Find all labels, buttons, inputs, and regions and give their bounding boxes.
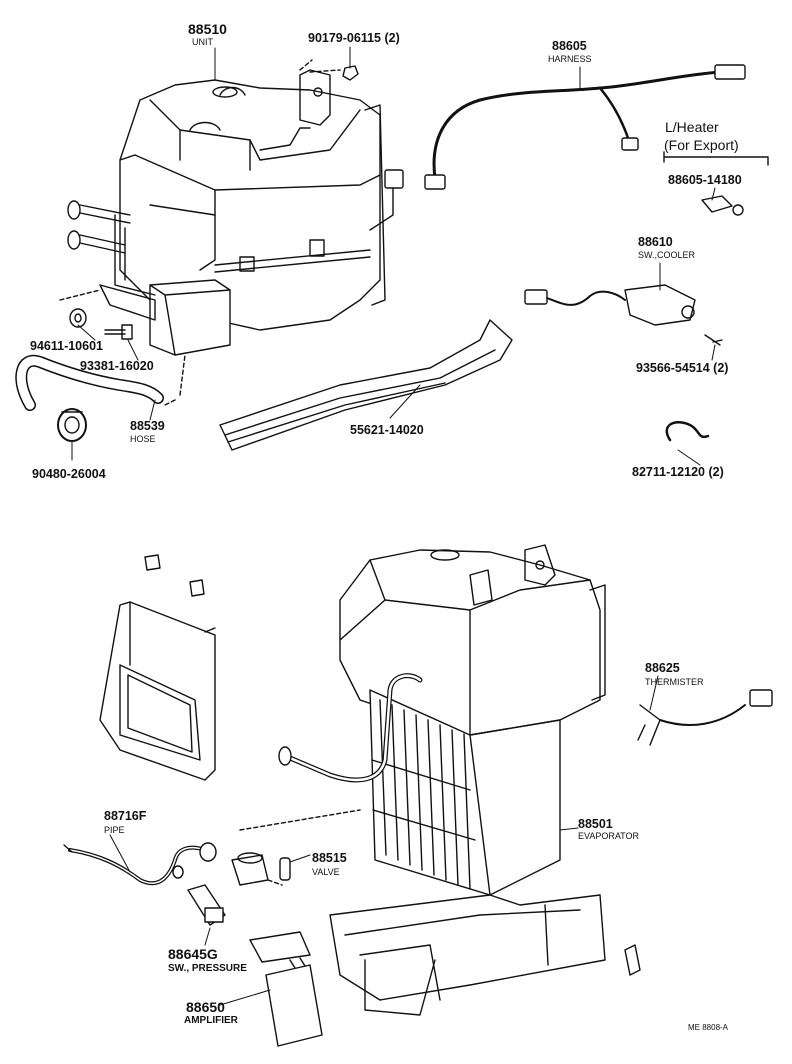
grommet-drawing bbox=[57, 408, 87, 442]
lheater-connector-drawing bbox=[701, 195, 744, 216]
clip-82711-drawing bbox=[665, 421, 710, 442]
nut-94611-part-number: 94611-10601 bbox=[30, 339, 103, 353]
sw-cooler-part-number: 88610 bbox=[638, 235, 673, 249]
harness-part-number: 88605 bbox=[552, 39, 587, 53]
nut-94611-drawing bbox=[69, 308, 87, 328]
clip-small-1-drawing bbox=[144, 554, 161, 571]
sw-pressure-part-number: 88645G bbox=[168, 946, 218, 962]
bolt-93381-part-number: 93381-16020 bbox=[80, 359, 154, 373]
pipe-fitting-drawing bbox=[278, 746, 292, 766]
clip-small-3-drawing bbox=[624, 944, 641, 976]
lower-tray-drawing bbox=[329, 894, 606, 1016]
sw-pressure-part-name: SW., PRESSURE bbox=[168, 963, 247, 974]
lheater-title: L/Heater bbox=[665, 119, 719, 135]
clip-small-2-drawing bbox=[189, 579, 205, 597]
valve-part-name: VALVE bbox=[312, 867, 340, 877]
hose-part-number: 88539 bbox=[130, 419, 165, 433]
screw-93566-drawing bbox=[704, 334, 723, 346]
thermister-part-number: 88625 bbox=[645, 661, 680, 675]
harness-part-name: HARNESS bbox=[548, 54, 592, 64]
harness-drawing bbox=[424, 64, 746, 190]
lheater-part-number: 88605-14180 bbox=[668, 173, 742, 187]
sw-pressure-drawing bbox=[187, 884, 226, 926]
thermister-part-name: THERMISTER bbox=[645, 677, 704, 687]
valve-drawing bbox=[231, 809, 361, 886]
amplifier-drawing bbox=[249, 931, 323, 1047]
hose-part-name: HOSE bbox=[130, 434, 156, 444]
unit-part-name: UNIT bbox=[192, 37, 213, 47]
amplifier-part-number: 88650 bbox=[186, 999, 225, 1015]
pipe-88716f-drawing bbox=[63, 842, 217, 886]
evaporator-core-drawing bbox=[369, 689, 561, 896]
pipe-part-name: PIPE bbox=[104, 825, 125, 835]
bolt-93381-drawing bbox=[104, 324, 133, 340]
grommet-part-number: 90480-26004 bbox=[32, 467, 106, 481]
seal-drawing bbox=[219, 319, 513, 451]
valve-part-number: 88515 bbox=[312, 851, 347, 865]
duct-drawing bbox=[99, 601, 216, 781]
evaporator-housing-drawing bbox=[339, 544, 606, 736]
thermister-drawing bbox=[637, 689, 773, 746]
sw-cooler-part-name: SW.,COOLER bbox=[638, 250, 696, 260]
seal-part-number: 55621-14020 bbox=[350, 423, 424, 437]
clip-82711-part-number: 82711-12120 (2) bbox=[632, 465, 724, 479]
diagram-reference-code: ME 8808-A bbox=[688, 1023, 729, 1032]
sw-cooler-drawing bbox=[524, 284, 696, 326]
pipe-part-number: 88716F bbox=[104, 809, 147, 823]
leader-lines bbox=[71, 46, 716, 1006]
unit-part-number: 88510 bbox=[188, 21, 227, 37]
lheater-subtitle: (For Export) bbox=[664, 137, 739, 153]
evaporator-part-name: EVAPORATOR bbox=[578, 831, 640, 841]
evaporator-part-number: 88501 bbox=[578, 817, 613, 831]
unit-assembly-drawing bbox=[59, 59, 404, 406]
bolt-90179-part-number: 90179-06115 (2) bbox=[308, 31, 400, 45]
screw-93566-part-number: 93566-54514 (2) bbox=[636, 361, 729, 375]
amplifier-part-name: AMPLIFIER bbox=[184, 1015, 238, 1026]
lheater-bracket-line bbox=[663, 151, 769, 166]
